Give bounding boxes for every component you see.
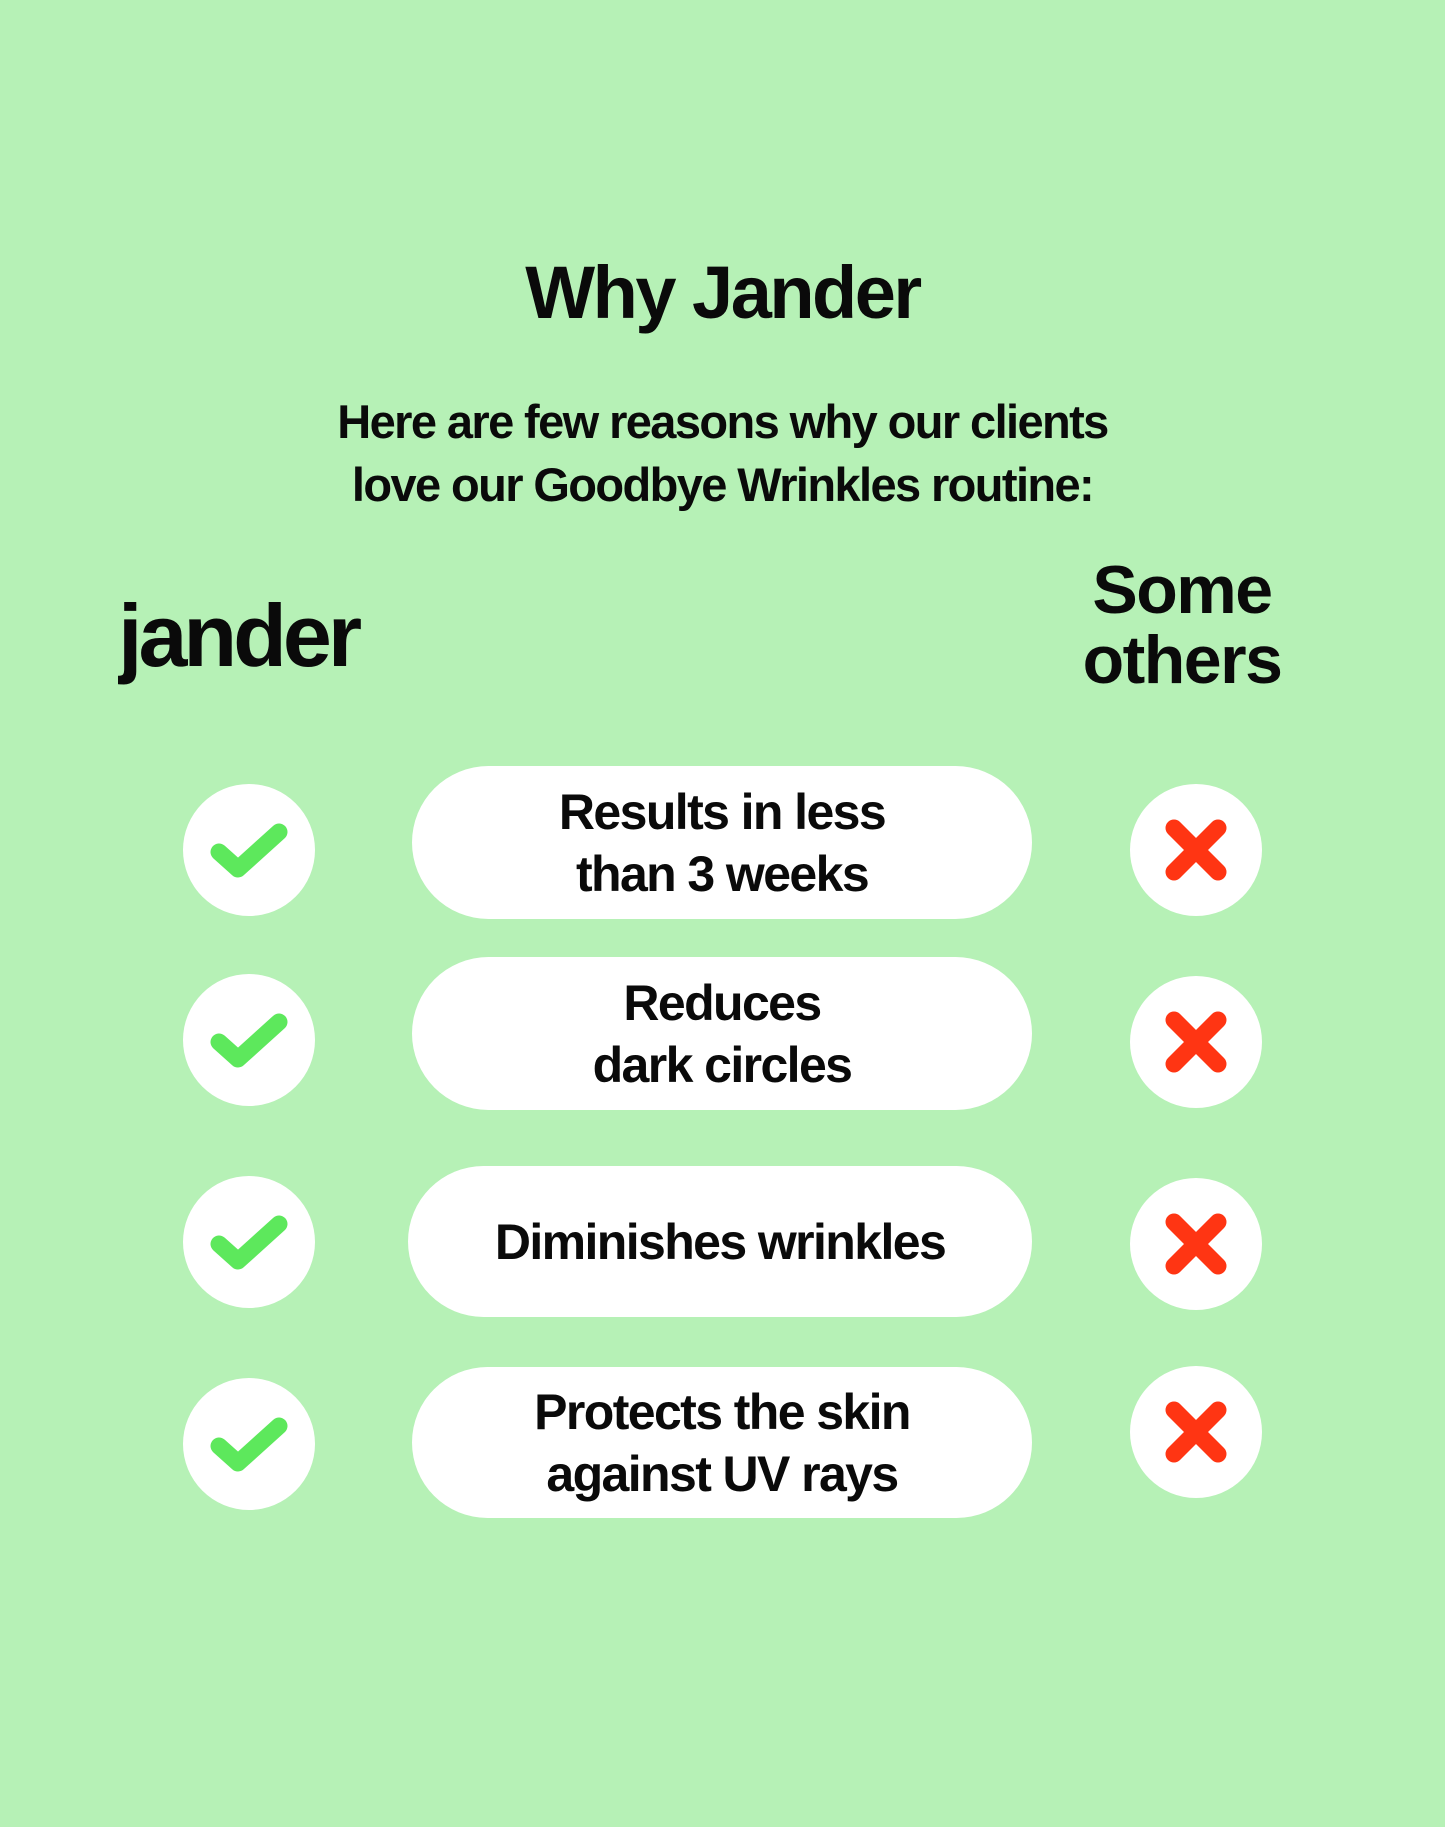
feature-label-line: Diminishes wrinkles (494, 1213, 947, 1270)
feature-label-line: dark circles (592, 1036, 853, 1093)
jander-check-badge (183, 1378, 315, 1510)
competitor-header-line: others (1082, 622, 1283, 698)
feature-pill: Reduces dark circles (412, 957, 1032, 1110)
feature-pill: Diminishes wrinkles (408, 1166, 1032, 1317)
feature-label: Diminishes wrinkles (494, 1211, 947, 1273)
competitor-header-line: Some (1092, 552, 1273, 628)
others-cross-badge (1130, 1178, 1262, 1310)
jander-check-badge (183, 1176, 315, 1308)
feature-label-line: Protects the skin (534, 1383, 911, 1440)
svg-text:jander: jander (118, 586, 361, 685)
jander-logo: jander (116, 586, 398, 686)
check-icon (210, 823, 288, 878)
competitor-column-header: Some others (1062, 555, 1302, 695)
feature-label: Protects the skin against UV rays (534, 1381, 911, 1505)
feature-label-line: Results in less (558, 783, 887, 840)
others-cross-badge (1130, 976, 1262, 1108)
page-title: Why Jander (525, 251, 922, 334)
feature-label-line: against UV rays (546, 1445, 899, 1502)
cross-icon (1165, 819, 1227, 881)
feature-label-line: than 3 weeks (575, 845, 870, 902)
cross-icon (1165, 1011, 1227, 1073)
jander-wordmark-icon: jander (116, 586, 365, 685)
cross-icon (1165, 1213, 1227, 1275)
cross-icon (1165, 1401, 1227, 1463)
subtitle-line: Here are few reasons why our clients (337, 395, 1109, 448)
others-cross-badge (1130, 784, 1262, 916)
feature-label: Results in less than 3 weeks (558, 781, 887, 905)
check-icon (210, 1215, 288, 1270)
jander-check-badge (183, 974, 315, 1106)
feature-label-line: Reduces (623, 974, 822, 1031)
feature-pill: Results in less than 3 weeks (412, 766, 1032, 919)
feature-label: Reduces dark circles (592, 972, 853, 1096)
others-cross-badge (1130, 1366, 1262, 1498)
feature-pill: Protects the skin against UV rays (412, 1367, 1032, 1518)
subtitle-line: love our Goodbye Wrinkles routine: (351, 458, 1095, 511)
jander-check-badge (183, 784, 315, 916)
check-icon (210, 1417, 288, 1472)
check-icon (210, 1013, 288, 1068)
page-subtitle: Here are few reasons why our clients lov… (0, 390, 1445, 516)
